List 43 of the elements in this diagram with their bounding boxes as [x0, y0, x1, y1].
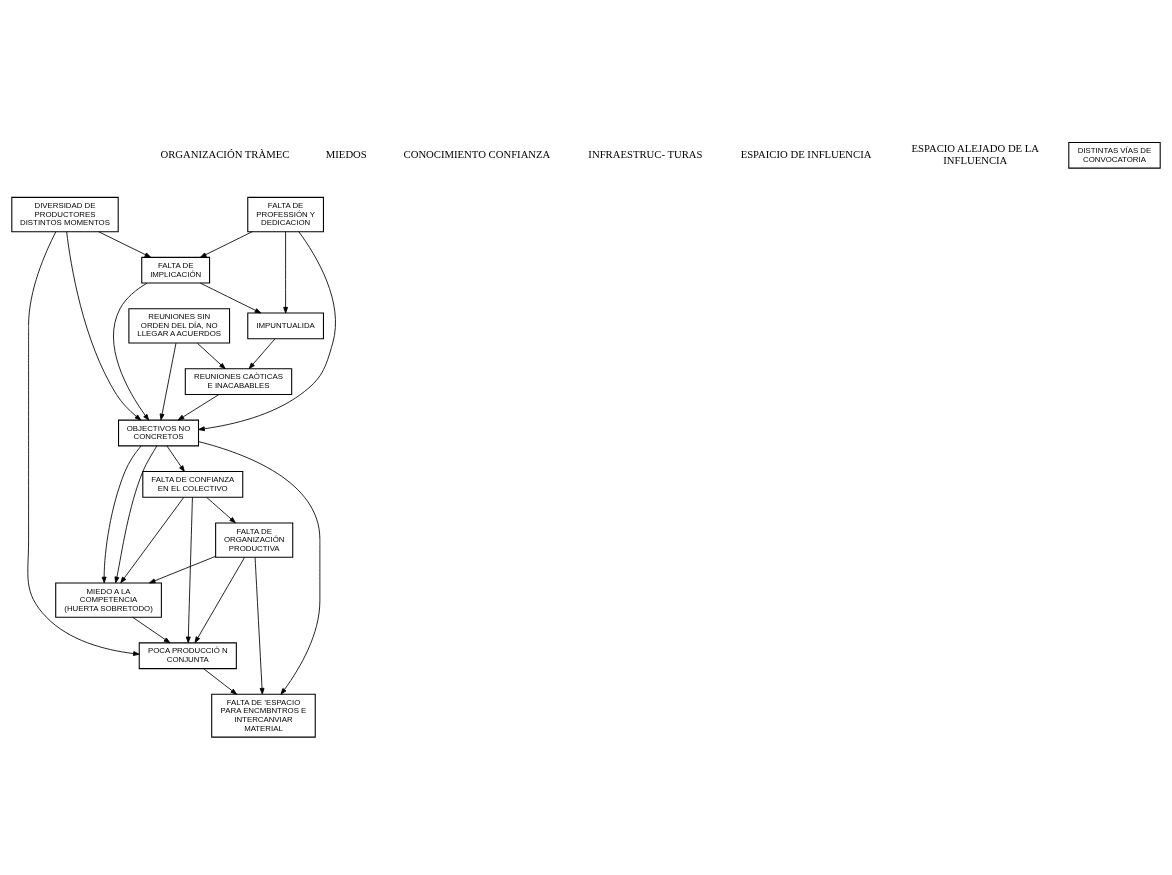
label: ORGANIZACIÓN TRÀMEC	[160, 147, 290, 160]
arrow	[185, 496, 193, 643]
arrow	[198, 230, 336, 431]
label: MIEDOS	[325, 147, 367, 160]
arrow	[177, 393, 220, 420]
arrow	[200, 230, 253, 258]
arrow	[101, 445, 142, 583]
arrow	[120, 496, 185, 583]
arrow	[194, 556, 245, 643]
arrow	[159, 342, 177, 420]
label: INFRAESTRUC- TURAS	[588, 147, 703, 160]
label: ESPAICIO DE INFLUENCIA	[740, 147, 872, 160]
arrow	[149, 555, 216, 583]
node-box: FALTA DE ORGANIZACIÓN PRODUCTIVA	[215, 521, 294, 558]
arrow	[254, 556, 265, 694]
node-box: POCA PRODUCCIÓ N CONJUNTA	[138, 641, 237, 669]
node-box: MIEDO A LA COMPETENCIA (HUERTA SOBRETODO)	[55, 581, 162, 618]
arrow	[283, 230, 289, 313]
arrow	[132, 616, 171, 643]
node-box: REUNIONES CAÒTICAS E INACABABLES	[184, 367, 293, 395]
arrow	[113, 282, 150, 421]
arrow	[98, 230, 152, 258]
node-box: FALTA DE IMPLICACIÓN	[141, 256, 211, 284]
arrow	[114, 445, 158, 583]
arrow	[248, 338, 276, 369]
node-box: FALTA DE CONFIANZA EN EL COLECTIVO	[142, 470, 244, 498]
node-box: FALTA DE ’ESPACIO PARA ENCMBNTROS E INTERCANVIAR MATERIAL	[211, 693, 316, 738]
label: ESPACIO ALEJADO DE LA INFLUENCIA	[911, 141, 1040, 166]
arrow	[199, 282, 262, 313]
node-box: FALTA DE PROFESSIÓN Y DEDICACION	[247, 196, 324, 232]
node-box: OBJECTIVOS NO CONCRETOS	[118, 419, 200, 446]
arrow	[196, 342, 226, 369]
arrow	[27, 230, 140, 656]
node-box: REUNIONES SIN ORDEN DEL DÍA, NO LLEGAR A ACUERDOS	[128, 307, 231, 344]
node-box: IMPUNTUALIDA	[247, 312, 324, 339]
label: CONOCIMIENTO CONFIANZA	[403, 147, 551, 160]
arrow	[198, 440, 321, 695]
node-box: DIVERSIDAD DE PRODUCTORES DISTINTOS MOMENTOS	[11, 196, 119, 232]
arrow	[166, 445, 185, 472]
arrow	[203, 667, 238, 695]
node-box: DISTINTAS VÍAS DE CONVOCATORIA	[1068, 141, 1161, 169]
arrow	[66, 230, 142, 420]
arrow	[206, 496, 236, 523]
